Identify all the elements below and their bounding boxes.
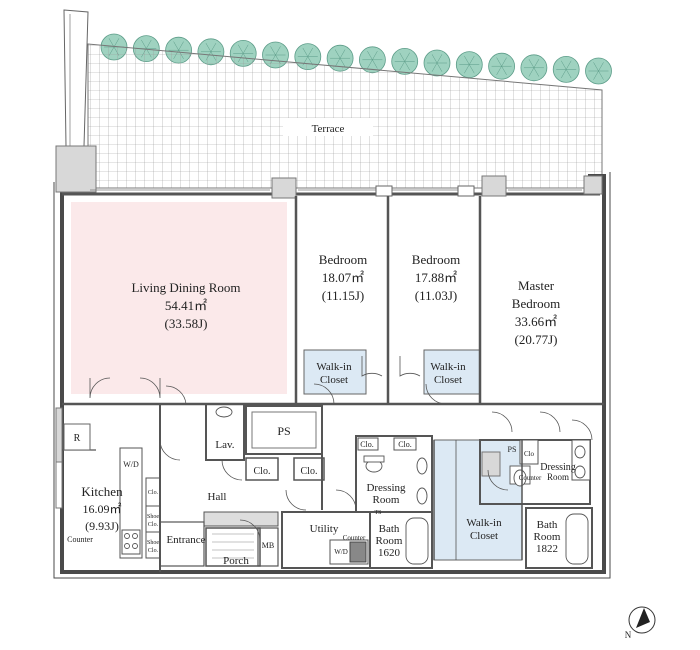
wic2-line2: Closet [434,374,462,386]
clo-label-4: Clo. [398,440,412,449]
kitchen-area: 16.09㎡ [82,502,121,516]
shoe2-line2: Clo. [148,548,159,554]
tree-icon [423,49,451,77]
ps-label-1: PS [277,424,290,438]
dressing1-line2: Room [373,494,400,506]
kitchen-counter-label: Counter [67,535,93,544]
tree-icon [585,57,612,85]
bath1-line2: Room [376,535,403,547]
clo-label-2: Clo. [301,466,318,477]
room-labels: Living Dining Room 54.41㎡ (33.58J) Bedro… [67,252,576,567]
terrace-label: Terrace [312,123,345,135]
living-area: 54.41㎡ [165,298,207,313]
ps-label-2: PS [508,445,517,454]
porch-label: Porch [223,555,249,567]
tree-icon [391,48,419,75]
dressing2-line2: Room [547,472,569,482]
clo-label-3: Clo. [360,440,374,449]
tree-icon [455,51,483,78]
entrance-label: Entrance [166,534,205,546]
tree-icon [326,44,354,72]
utility-counter-label: Counter [343,534,366,542]
tree-icon [552,56,580,83]
walk-in-closet-1 [303,349,367,395]
clo-label-1: Clo. [254,466,271,477]
compass-needle-icon [636,608,650,628]
walk-in-closet-3 [433,439,523,561]
outer-walls [53,145,611,579]
living-jo: (33.58J) [165,316,208,331]
ts-label: TS [374,510,381,516]
dressing2-counter-label: Counter [519,474,542,482]
bath1-line3: 1620 [378,547,401,559]
bedroom2-jo: (11.03J) [415,288,458,303]
tree-icon [488,52,516,80]
kitchen-name: Kitchen [81,484,123,499]
wic1-line1: Walk-in [316,361,352,373]
dressing1-line1: Dressing [366,482,406,494]
north-compass: N [625,606,656,640]
utility-wd-label: W/D [334,548,348,556]
master-area: 33.66㎡ [515,314,557,329]
clo-label-5: Clo [524,450,535,458]
shoe1-line2: Clo. [148,522,159,528]
bath2-line2: Room [534,531,561,543]
hall-label: Hall [208,491,227,503]
interior-walls [62,196,604,572]
master-jo: (20.77J) [515,332,558,347]
terrace: Terrace [63,9,603,189]
living-name: Living Dining Room [131,280,240,295]
kitchen-clo-label: Clo. [148,490,159,496]
wic3-line2: Closet [470,530,498,542]
utility-label: Utility [310,523,339,535]
bedroom1-name: Bedroom [319,252,367,267]
wic1-line2: Closet [320,374,348,386]
bedroom2-area: 17.88㎡ [415,270,457,285]
refrigerator-label: R [74,433,81,444]
bath2-line3: 1822 [536,543,558,555]
lav-label: Lav. [215,439,234,451]
bedroom2-name: Bedroom [412,252,460,267]
wic2-line1: Walk-in [430,361,466,373]
wic3-line1: Walk-in [466,517,502,529]
doors [89,356,593,541]
kitchen-jo: (9.93J) [85,519,119,533]
dressing2-line1: Dressing [540,462,576,473]
compass-label: N [625,630,632,640]
living-area-fill [71,202,287,394]
master-name2: Bedroom [512,296,560,311]
tree-icon [520,54,548,82]
mb-label: MB [262,541,274,550]
master-name1: Master [518,278,555,293]
bedroom1-area: 18.07㎡ [322,270,364,285]
bedroom1-jo: (11.15J) [322,288,365,303]
bath2-line1: Bath [537,519,558,531]
shoe1-line1: Shoe [147,514,159,520]
bath1-line1: Bath [379,523,400,535]
shoe2-line1: Shoe [147,540,159,546]
kitchen-wd-label: W/D [123,460,139,469]
